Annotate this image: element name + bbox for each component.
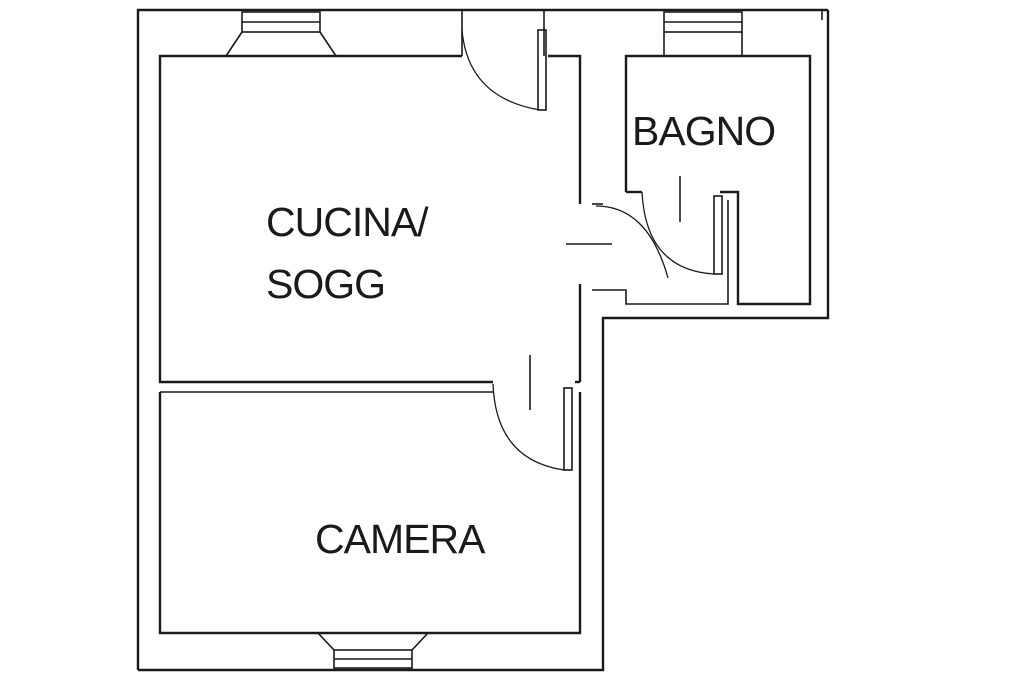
- entrance-door: [461, 10, 547, 111]
- kitchen-room: [158, 54, 582, 393]
- bedroom-room: [158, 392, 582, 635]
- window-top-right: [663, 11, 743, 56]
- bathroom-room: [566, 54, 812, 306]
- outer-walls: [136, 8, 830, 672]
- bedroom-label: CAMERA: [315, 516, 486, 562]
- bathroom-label: BAGNO: [632, 108, 775, 154]
- window-bottom: [317, 632, 429, 669]
- bathroom-door: [595, 176, 723, 279]
- kitchen-label-line1: CUCINA/: [266, 199, 429, 245]
- kitchen-label-line2: SOGG: [266, 261, 385, 307]
- bedroom-door: [492, 355, 573, 471]
- window-top-left: [225, 11, 337, 57]
